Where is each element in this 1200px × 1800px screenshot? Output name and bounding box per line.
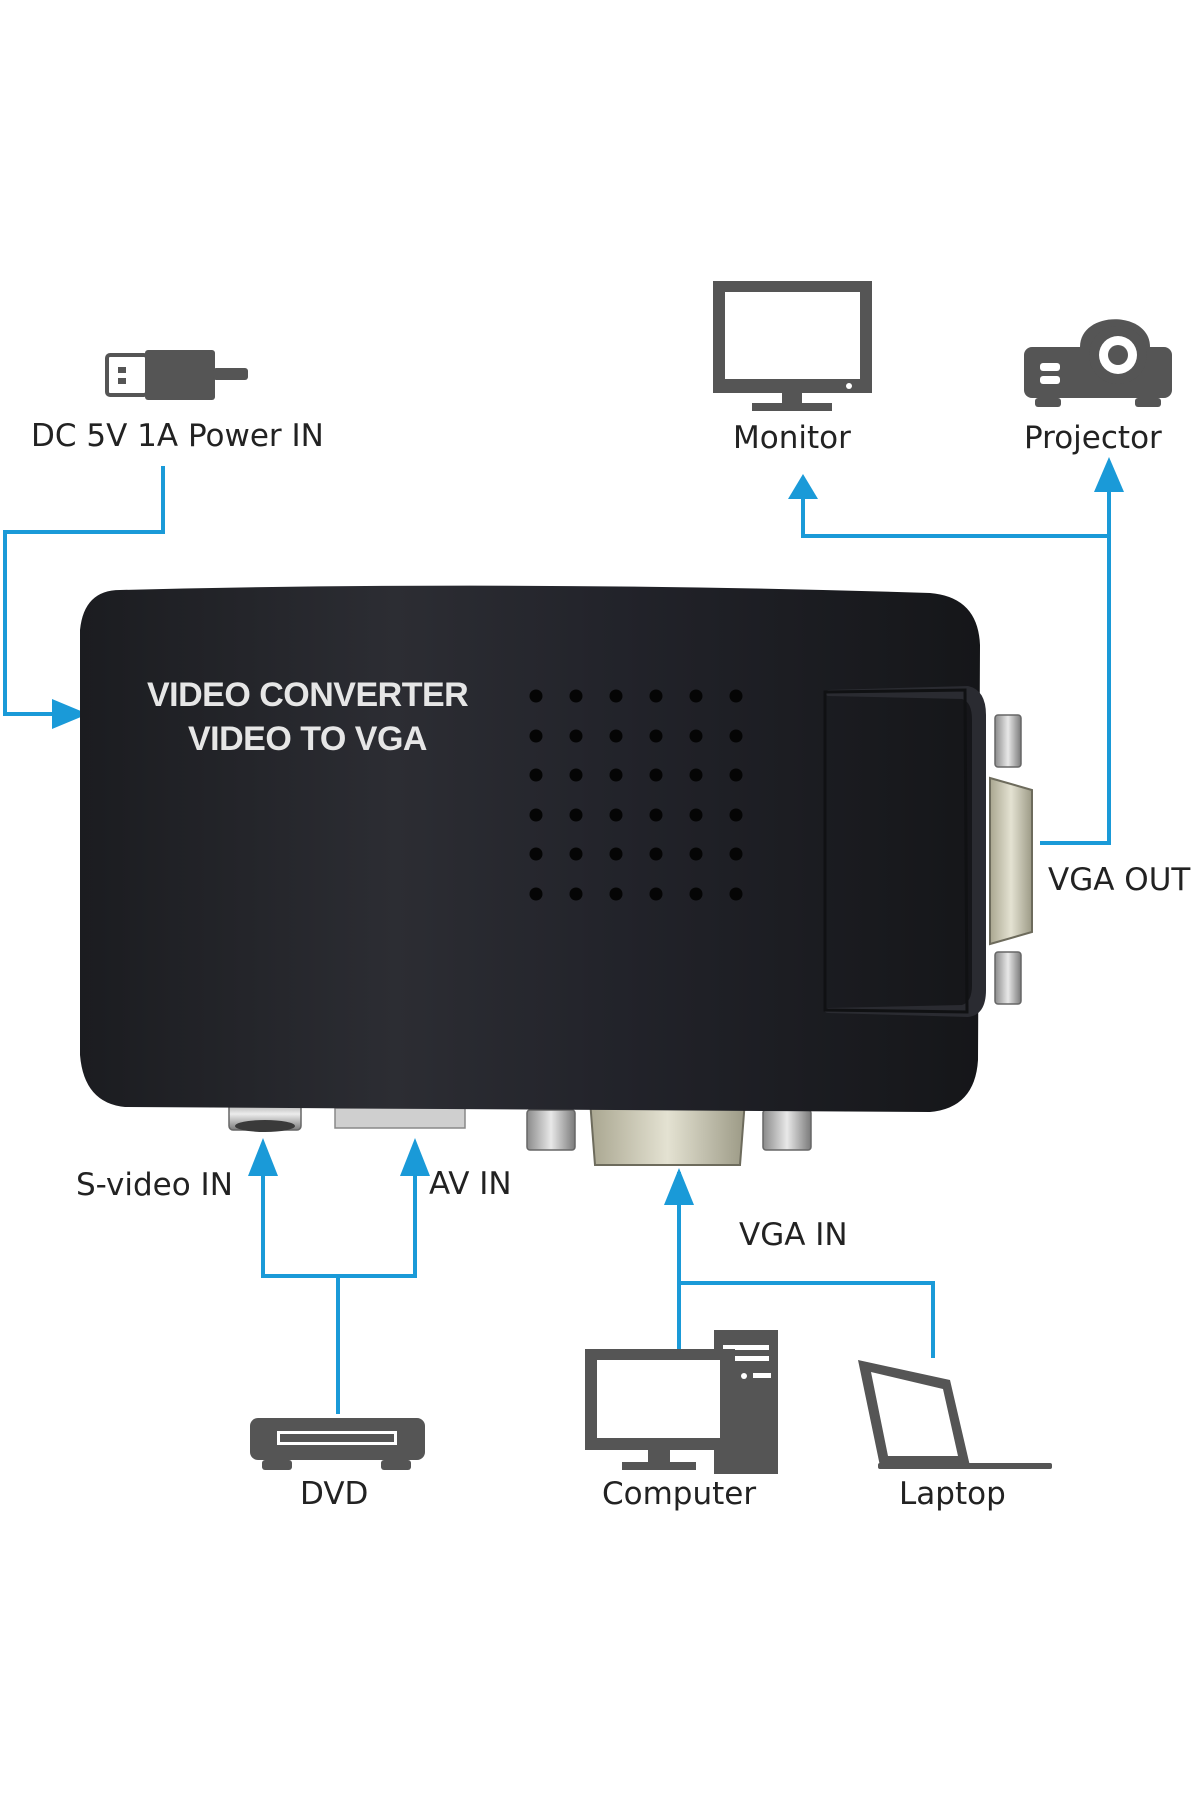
vga-out-label: VGA OUT (1048, 862, 1191, 898)
av-in-label: AV IN (429, 1166, 512, 1202)
arrow-svideo (248, 1138, 278, 1176)
svideo-line (261, 1172, 417, 1278)
usb-plug-icon (105, 350, 248, 400)
arrow-av (400, 1138, 430, 1176)
power-line (3, 466, 165, 716)
computer-label: Computer (602, 1476, 757, 1512)
monitor-label: Monitor (733, 420, 851, 456)
arrow-projector (1094, 457, 1124, 492)
vga-out-screw-bottom (994, 951, 1022, 1005)
dvd-label: DVD (300, 1476, 369, 1512)
vga-in-screw-right (762, 1109, 812, 1151)
av-port (334, 1107, 466, 1129)
device-title-line-2: VIDEO TO VGA (188, 720, 427, 758)
converter-device (80, 585, 1033, 1166)
vent-grille (529, 689, 743, 901)
power-in-label: DC 5V 1A Power IN (31, 418, 324, 454)
monitor-icon (713, 281, 872, 411)
svideo-in-label: S-video IN (76, 1167, 233, 1203)
vga-in-screw-left (526, 1109, 576, 1151)
arrow-monitor (788, 474, 818, 499)
vga-in-label: VGA IN (739, 1217, 848, 1253)
projector-label: Projector (1024, 420, 1162, 456)
monitor-branch-line (801, 490, 1109, 538)
device-body (80, 585, 980, 1112)
arrowheads (52, 457, 1124, 1205)
vga-out-face (989, 776, 1033, 946)
laptop-icon (858, 1360, 1052, 1469)
projector-icon (1024, 319, 1172, 407)
device-title-line-1: VIDEO CONVERTER (147, 676, 469, 714)
dvd-player-icon (250, 1418, 425, 1470)
vga-out-line (1040, 490, 1111, 845)
arrow-power (52, 699, 88, 729)
laptop-branch-line (679, 1281, 935, 1358)
vga-out-screw-top (994, 714, 1022, 768)
laptop-label: Laptop (899, 1476, 1006, 1512)
arrow-vga-in (664, 1168, 694, 1205)
computer-icon (585, 1330, 778, 1474)
